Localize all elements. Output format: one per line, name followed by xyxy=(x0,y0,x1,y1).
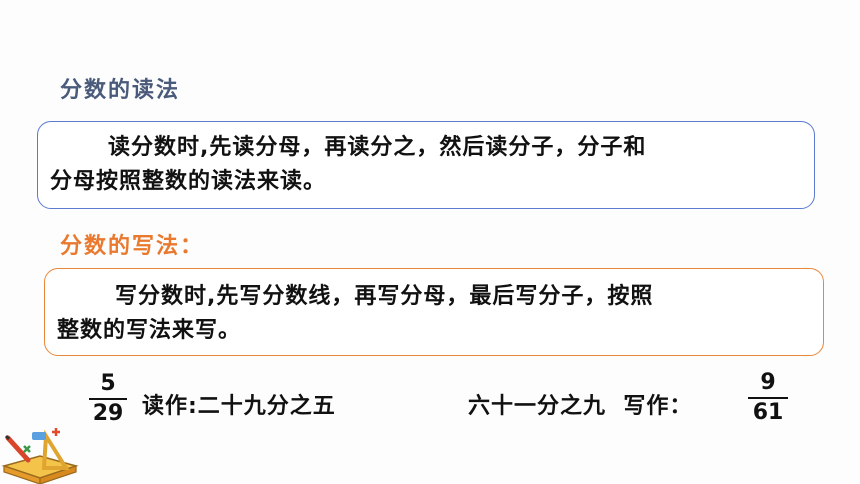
fraction-numerator: 9 xyxy=(760,370,776,395)
writing-rule-line-1: 写分数时,先写分数线，再写分母，最后写分子，按照 xyxy=(115,284,654,309)
fraction-bar xyxy=(89,398,127,400)
example-2-writing: 六十一分之九 写作： xyxy=(468,394,693,419)
reading-rule-box: 读分数时,先读分母，再读分之，然后读分子，分子和 分母按照整数的读法来读。 xyxy=(37,121,815,209)
reading-rule-line-1: 读分数时,先读分母，再读分之，然后读分子，分子和 xyxy=(108,135,647,160)
example-1-reading: 读作:二十九分之五 xyxy=(142,394,336,419)
fraction-numerator: 5 xyxy=(100,371,116,396)
stationery-icon xyxy=(1,428,79,484)
reading-rule-line-2: 分母按照整数的读法来读。 xyxy=(50,169,327,194)
fraction-nine-sixtyfirsts: 9 61 xyxy=(748,371,788,425)
fraction-five-twentyninths: 5 29 xyxy=(89,372,127,426)
writing-rule-box: 写分数时,先写分数线，再写分母，最后写分子，按照 整数的写法来写。 xyxy=(44,268,824,356)
fraction-denominator: 29 xyxy=(92,401,124,426)
fraction-bar xyxy=(748,397,788,399)
writing-heading: 分数的写法： xyxy=(60,234,205,259)
reading-heading: 分数的读法 xyxy=(60,78,181,103)
writing-rule-line-2: 整数的写法来写。 xyxy=(57,318,242,343)
fraction-denominator: 61 xyxy=(752,400,784,425)
